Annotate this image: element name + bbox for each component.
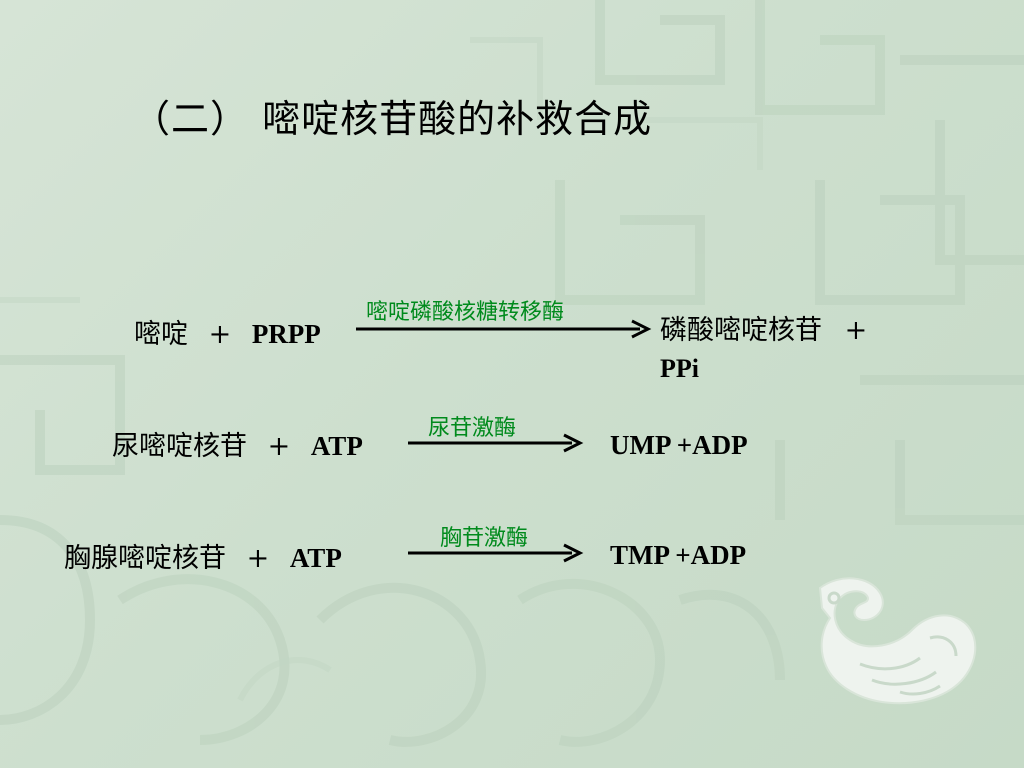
reaction-3-enzyme: 胸苷激酶 [440, 526, 529, 551]
reaction-2-substrate: 尿嘧啶核苷 [112, 431, 247, 462]
reaction-1-cosubstrate: PRPP [251, 319, 321, 349]
reaction-1-product-main: 磷酸嘧啶核苷 [660, 315, 822, 346]
reaction-2-product: UMP +ADP [610, 430, 748, 460]
reaction-1-substrate: 嘧啶 [134, 319, 188, 350]
reaction-1-reactants: 嘧啶 + PRPP [134, 312, 321, 351]
reaction-1-product-plus: + [844, 315, 868, 346]
reaction-3-arrow-icon [408, 543, 584, 563]
reaction-2-cosubstrate: ATP [310, 431, 363, 461]
reaction-3-cosubstrate: ATP [289, 543, 342, 573]
reaction-1-arrow-icon [356, 319, 652, 339]
reaction-2-enzyme: 尿苷激酶 [428, 416, 517, 441]
reaction-1-enzyme: 嘧啶磷酸核糖转移酶 [366, 300, 565, 325]
reaction-2-plus: + [267, 431, 291, 462]
reaction-3-product: TMP +ADP [610, 540, 747, 570]
reaction-1-product: 磷酸嘧啶核苷 + PPi [660, 312, 867, 388]
slide-title: （二） 嘧啶核苷酸的补救合成 [132, 97, 653, 141]
reaction-3-substrate: 胸腺嘧啶核苷 [64, 543, 226, 574]
reaction-3-reactants: 胸腺嘧啶核苷 + ATP [64, 536, 342, 575]
reaction-1-plus: + [208, 319, 232, 350]
reaction-3-plus: + [246, 543, 270, 574]
reaction-2-arrow-icon [408, 433, 584, 453]
reaction-2-reactants: 尿嘧啶核苷 + ATP [112, 424, 363, 463]
reaction-1-product-byproduct: PPi [660, 354, 699, 383]
jade-dragon-icon [818, 577, 977, 705]
